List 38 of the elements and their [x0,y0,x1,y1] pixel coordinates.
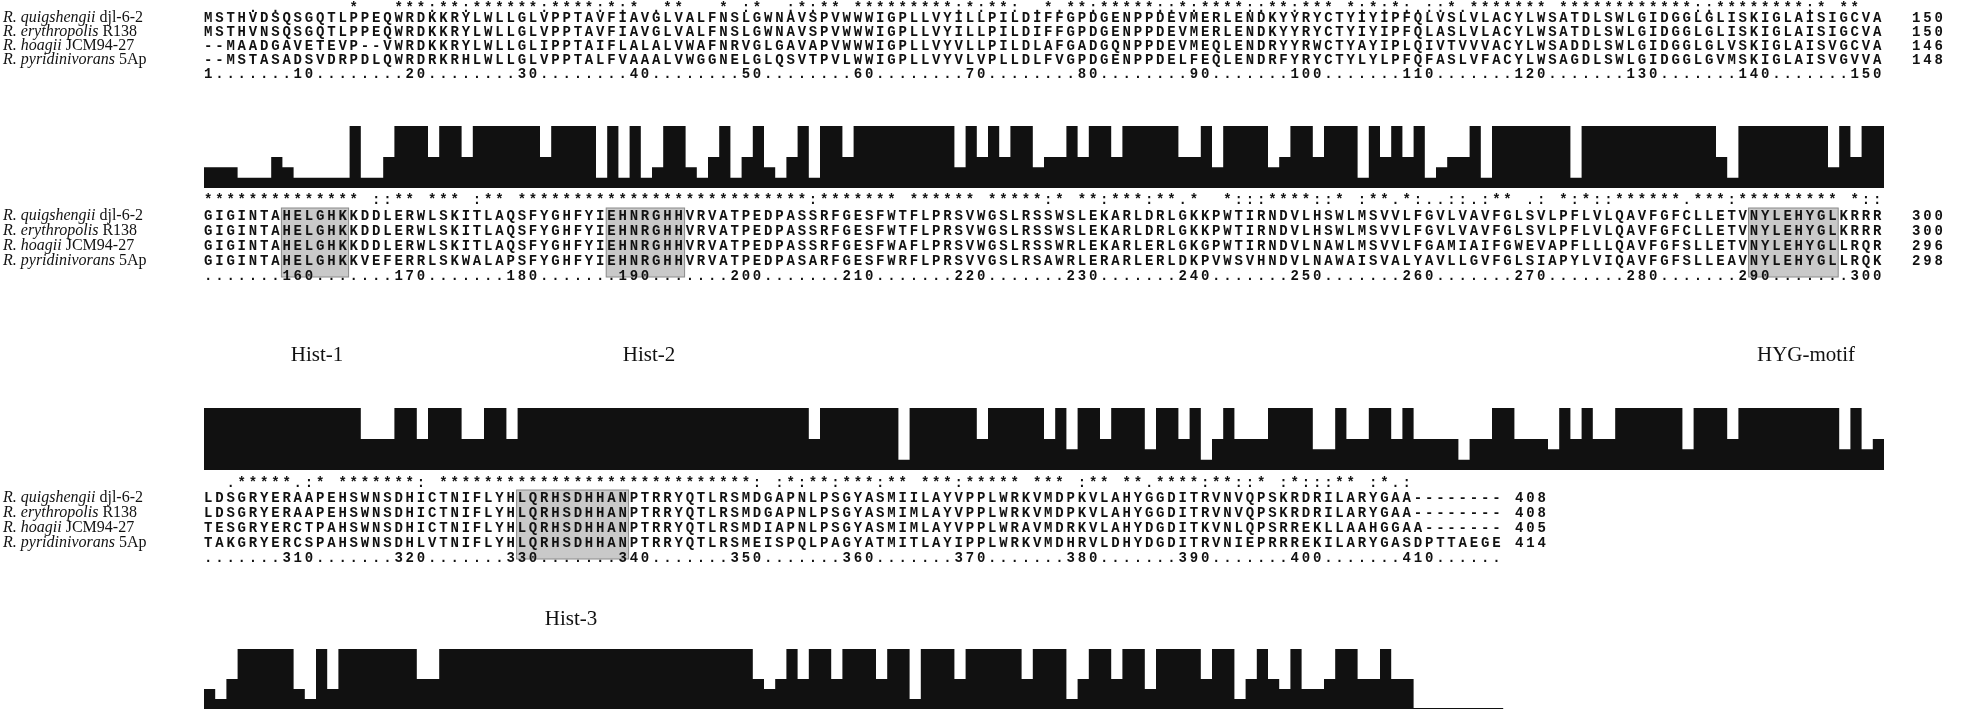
residue-count: 414 [1515,536,1549,550]
residue-count: 150 [1912,25,1946,39]
sequence-row: --MSTASADSVDRPDLQWRDRKRHLWLLGLVPPTALFVAAALVWGGNELGLQSVTPVLWWIGPLLVYVLVPLLDLFVGPDGENPPDELFEQLENDRFYRYCTYLYLPFQFASLVFACYLWSAGDLSWLGIDGGLGVMSKIGLAISVGVVA [204,53,1885,67]
motif-label: HYG-motif [1757,342,1855,366]
species-name: R. pyridinivorans 5Ap [3,535,147,549]
sequence-row: GIGINTAHELGHKKDDLERWLSKITLAQSFYGHFYIEHNRGHHVRVATPEDPASSRFGESFWTFLPRSVWGSLRSSWSLEKARLDRLGKKPWTIRNDVLHSWLMSVVLFGVLVAVFGLSVLPFLVLQAVFGFCLLETVNYLEHYGLKRRR [204,209,1885,223]
sequence-row: MSTHVNSQSGQTLPPEQWRDKKRYLWLLGLVPPTAVFIAVGLVALFNSLGWNAVSPVWWWIGPLLVYILLPILDIFFGPDGENPPDEVMERLENDKYYRYCTYIYIPFQLASLVLACYLWSATDLSWLGIDGGLGLISKIGLAISIGCVA [204,25,1885,39]
residue-count: 408 [1515,506,1549,520]
species-name: R. erythropolis R138 [3,24,138,38]
sequence-row: --MAADGAVETEVP--VWRDKKRYLWLLGLIPPTAIFLALALVWAFNRVGLGAVAPVWWWIGPLLVYVLLPILDLAFGADGQNPPDEVMEQLENDRYYRWCTYAYIPLQIVTVVVACYLWSADDLSWLGIDGGLGLVSKIGLAISVGCVA [204,39,1885,53]
residue-count: 298 [1912,254,1946,268]
position-ruler: .......310.......320.......330.......340.......350.......360.......370.......380.......390.......400.......410...... [204,551,1504,565]
sequence-row: TAKGRYERCSPAHSWNSDHLVTNIFLYHLQRHSDHHANPTRRYQTLRSMEISPQLPAGYATMITLAYIPPLWRKVMDHRVLDHYDGDITRVNIEPRRREKILARYGASDPTTAEGE [204,536,1504,550]
species-name: R. pyridinivorans 5Ap [3,253,147,267]
residue-count: 300 [1912,209,1946,223]
species-name: R. quigshengii djl-6-2 [3,10,143,24]
sequence-row: GIGINTAHELGHKKVEFERRLSKWALAPSFYGHFYIEHNRGHHVRVATPEDPASARFGESFWRFLPRSVVGSLRSAWRLERARLERLDKPVWSVHNDVLNAWAISVALYAVLLGVFGLSIAPYLVIQAVFGFSLLEAVNYLEHYGLLRQK [204,254,1885,268]
sequence-row: TESGRYERCTPAHSWNSDHICTNIFLYHLQRHSDHHANPTRRYQTLRSMDIAPNLPSGYASMIMLAYVPPLWRAVMDRKVLAHYDGDITKVNLQPSRREKLLAAHGGAA------- [204,521,1504,535]
species-name: R. hoagii JCM94-27 [3,38,135,52]
residue-count: 296 [1912,239,1946,253]
residue-count: 146 [1912,39,1946,53]
sequence-row: LDSGRYERAAPEHSWNSDHICTNIFLYHLQRHSDHHANPTRRYQTLRSMDGAPNLPSGYASMIMLAYVPPLWRKVMDPKVLAHYGGDITRVNVQPSKRDRILARYGAA-------- [204,506,1504,520]
residue-count: 405 [1515,521,1549,535]
residue-count: 148 [1912,53,1946,67]
sequence-row: GIGINTAHELGHKKDDLERWLSKITLAQSFYGHFYIEHNRGHHVRVATPEDPASSRFGESFWTFLPRSVWGSLRSSWSLEKARLDRLGKKPWTIRNDVLHSWLMSVVLFGVLVAVFGLSVLPFLVLQAVFGFCLLETVNYLEHYGLKRRR [204,224,1885,238]
motif-label: Hist-2 [622,342,676,366]
residue-count: 300 [1912,224,1946,238]
species-name: R. pyridinivorans 5Ap [3,52,147,66]
position-ruler: .......160.......170.......180.......190.......200.......210.......220.......230.......240.......250.......260.......270.......280.......290.......300 [204,269,1885,283]
sequence-row: GIGINTAHELGHKKDDLERWLSKITLAQSFYGHFYIEHNRGHHVRVATPEDPASSRFGESFWAFLPRSVWGSLRSSWRLEKARLERLGKGPWTIRNDVLNAWLMSVVLFGAMIAIFGWEVAPFLLLQAVFGFSLLETVNYLEHYGLLRQR [204,239,1885,253]
conservation-line: .*****.:* *******: ****************************: :*:**:***:** ***:***** *** :** **.****:**::* :*:::** :*.: [225,476,1414,490]
motif-label: Hist-3 [544,606,598,630]
residue-count: 150 [1912,11,1946,25]
motif-label: Hist-1 [290,342,344,366]
conservation-line: ************** ::** *** :** **************************:******* ****** *****:* **:***:**.* *:::****::* :**.*:..::.:** .: *:*::******.***:********* *:: [204,193,1885,207]
position-ruler: 1.......10........20........30........40........50........60........70........80........90.......100.......110.......120.......130.......140.......150 [204,67,1885,81]
residue-count: 408 [1515,491,1549,505]
sequence-row: LDSGRYERAAPEHSWNSDHICTNIFLYHLQRHSDHHANPTRRYQTLRSMDGAPNLPSGYASMIILAYVPPLWRKVMDPKVLAHYGGDITRVNVQPSKRDRILARYGAA-------- [204,491,1504,505]
